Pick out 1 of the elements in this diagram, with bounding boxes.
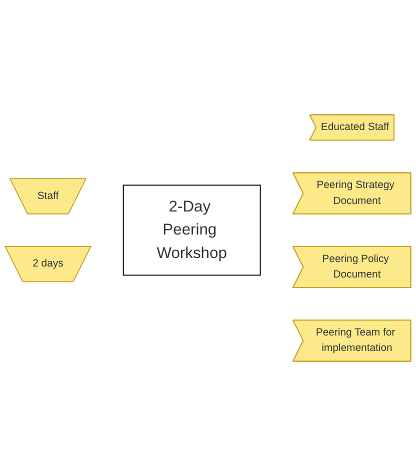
- node-box: 2-Day Peering Workshop: [122, 184, 261, 276]
